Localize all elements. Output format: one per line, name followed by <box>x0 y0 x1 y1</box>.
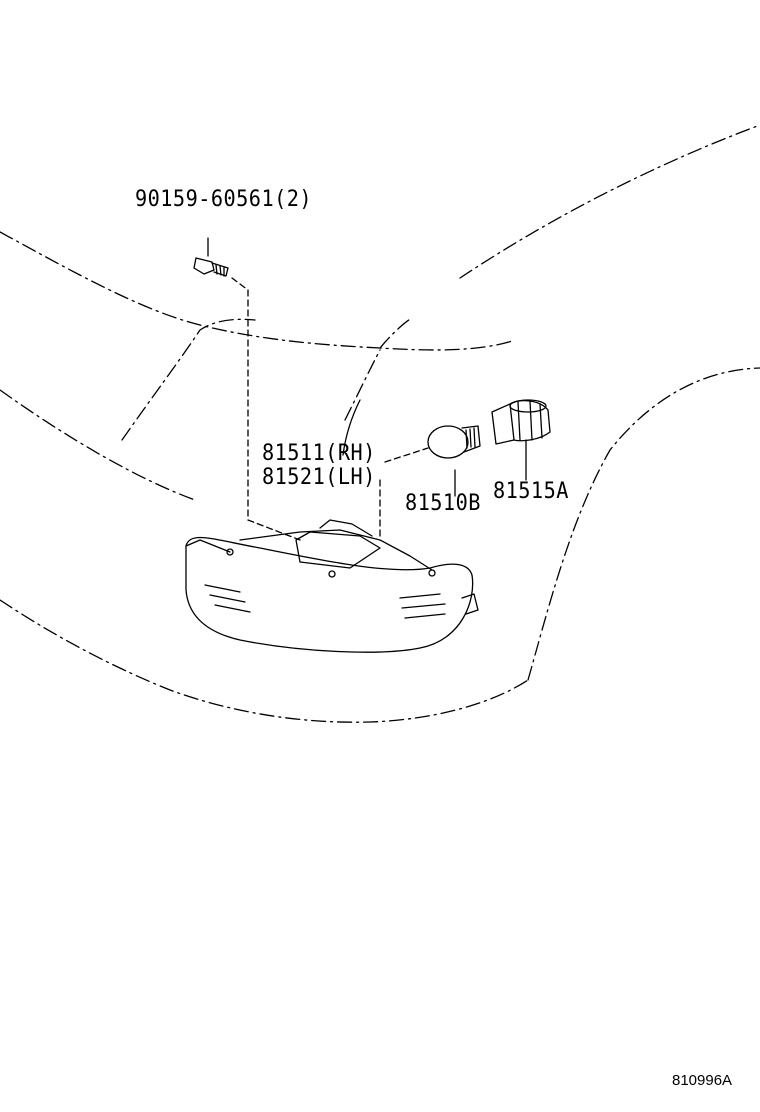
bulb-label: 81510B <box>405 491 481 516</box>
socket-label: 81515A <box>493 479 569 504</box>
lamp-housing-part <box>185 519 479 653</box>
lamp-rh-label: 81511(RH) <box>262 441 376 466</box>
label-leaders <box>207 237 527 497</box>
leader-lines <box>231 277 429 541</box>
diagram-code: 810996A <box>672 1072 733 1089</box>
lamp-lh-label: 81521(LH) <box>262 465 376 490</box>
socket-part <box>491 399 551 445</box>
screw-label: 90159-60561(2) <box>135 187 313 212</box>
screw-part <box>193 257 229 277</box>
bulb-part <box>427 425 481 459</box>
body-outline <box>0 124 760 723</box>
